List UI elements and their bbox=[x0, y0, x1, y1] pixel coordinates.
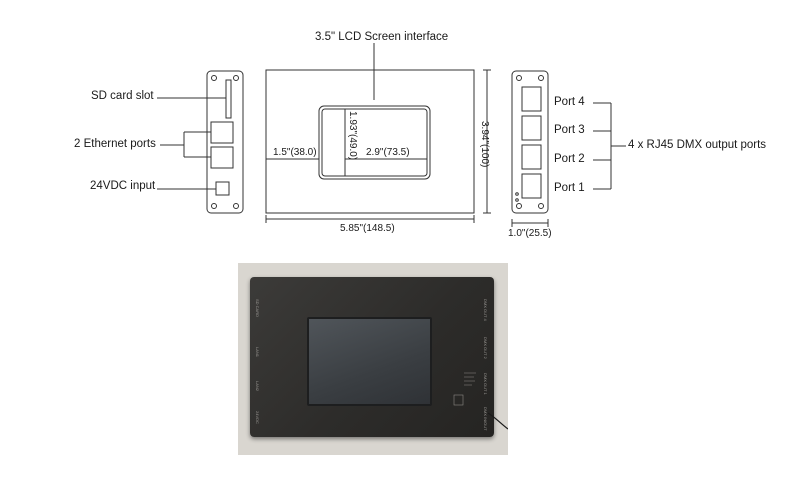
lcd-screen-title: 3.5" LCD Screen interface bbox=[315, 31, 449, 43]
rj45-port bbox=[521, 173, 542, 199]
screw-hole bbox=[211, 203, 217, 209]
dim-screen-w-label: 2.9"(73.5) bbox=[366, 147, 410, 158]
port-label-4: Port 4 bbox=[554, 96, 585, 108]
dim-width-label: 5.85"(148.5) bbox=[340, 223, 395, 234]
rj45-port bbox=[521, 144, 542, 170]
screw-hole bbox=[538, 203, 544, 209]
led-indicator bbox=[515, 192, 519, 196]
lcd-screen-inner bbox=[321, 108, 428, 177]
screw-hole bbox=[211, 75, 217, 81]
dim-height-label: 3.94"(100) bbox=[479, 121, 490, 168]
device-body: SD CARD LAN1 LAN2 24VDC DMX OUT 4 DMX OU… bbox=[250, 277, 494, 437]
lcd-screen-outline bbox=[318, 105, 431, 180]
technical-drawing bbox=[157, 43, 626, 227]
power-jack bbox=[215, 181, 230, 196]
left-side-view bbox=[206, 70, 244, 214]
port-label-3: Port 3 bbox=[554, 124, 585, 136]
ethernet-label: 2 Ethernet ports bbox=[74, 138, 156, 150]
dim-depth-label: 1.0"(25.5) bbox=[508, 228, 552, 239]
screw-hole bbox=[516, 75, 522, 81]
ethernet-port bbox=[210, 146, 234, 169]
dim-offset-label: 1.5"(38.0) bbox=[273, 147, 317, 158]
logo-mark bbox=[453, 394, 464, 406]
screw-hole bbox=[516, 203, 522, 209]
right-side-view bbox=[511, 70, 549, 214]
port-label-2: Port 2 bbox=[554, 153, 585, 165]
led-indicator bbox=[515, 198, 519, 202]
lcd-screen bbox=[307, 317, 432, 406]
screw-hole bbox=[233, 75, 239, 81]
sd-card-label: SD card slot bbox=[91, 90, 154, 102]
sd-card-slot bbox=[225, 79, 232, 119]
product-photo: SD CARD LAN1 LAN2 24VDC DMX OUT 4 DMX OU… bbox=[238, 263, 508, 455]
dmx-ports-label: 4 x RJ45 DMX output ports bbox=[628, 139, 767, 151]
device-details bbox=[453, 372, 476, 406]
front-view bbox=[265, 69, 475, 214]
dim-screen-h-label: 1.93"(49.0) bbox=[347, 111, 358, 161]
port-label-1: Port 1 bbox=[554, 182, 585, 194]
rj45-port bbox=[521, 115, 542, 141]
ethernet-port bbox=[210, 121, 234, 144]
power-label: 24VDC input bbox=[90, 180, 156, 192]
power-cable bbox=[487, 412, 508, 430]
screw-hole bbox=[538, 75, 544, 81]
rj45-port bbox=[521, 86, 542, 112]
screw-hole bbox=[233, 203, 239, 209]
